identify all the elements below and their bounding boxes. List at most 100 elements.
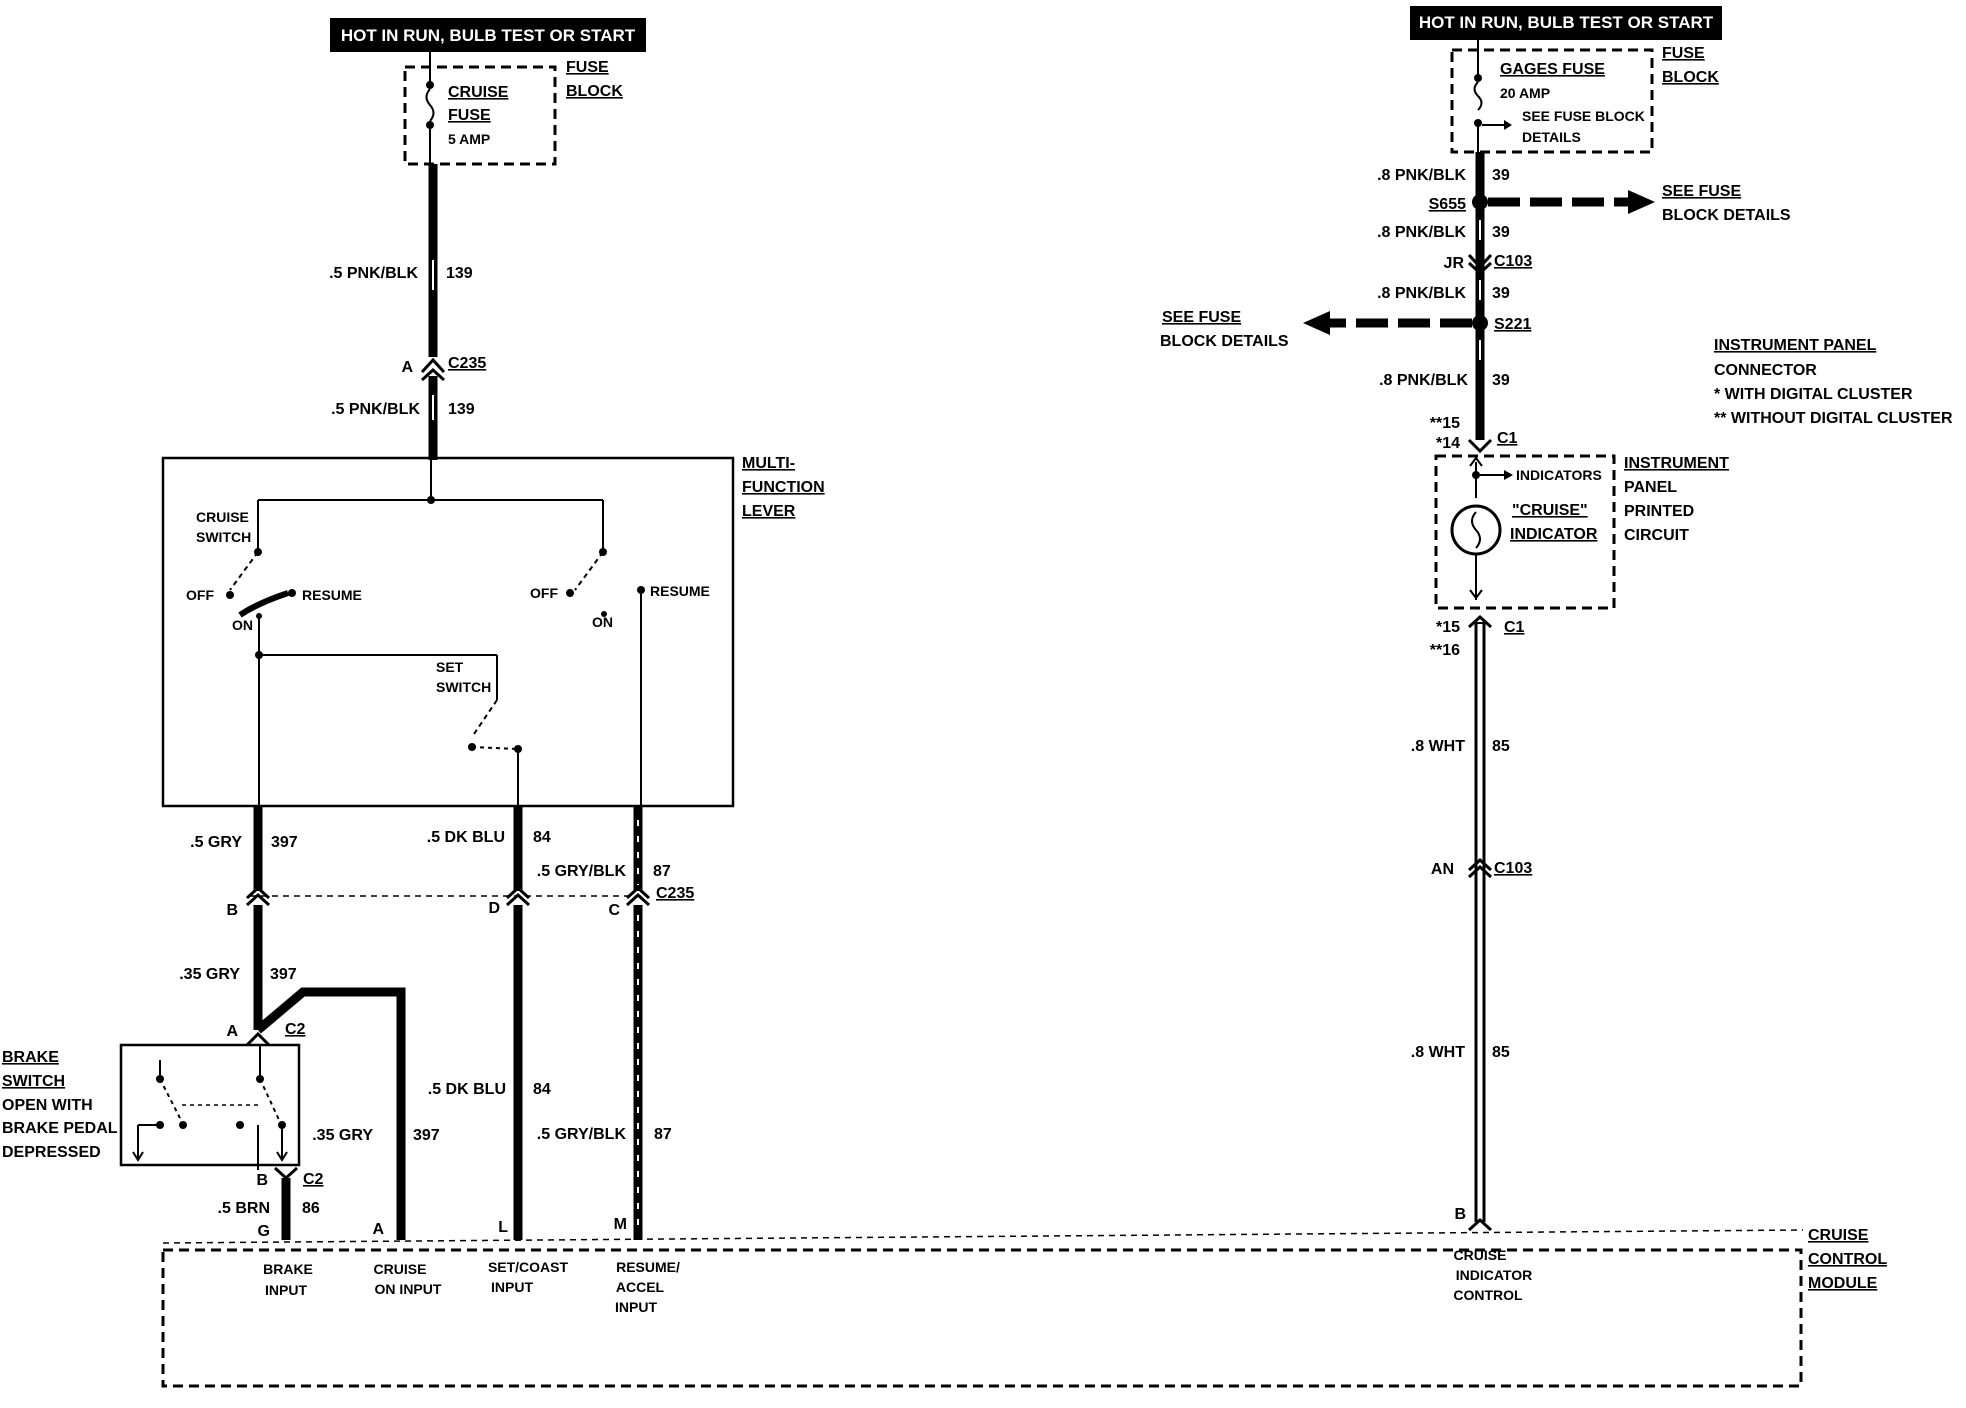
cruise-indicator-label2: INDICATOR xyxy=(1510,526,1598,543)
cruise-switch-label1: CRUISE xyxy=(196,509,249,525)
wire-39d-gauge: .8 PNK/BLK xyxy=(1379,372,1468,389)
set-switch-label2: SWITCH xyxy=(436,679,491,695)
ipc-label4: CIRCUIT xyxy=(1624,527,1689,544)
cruise-fuse-block2: BLOCK xyxy=(566,83,623,100)
c1-label-bottom: C1 xyxy=(1504,619,1525,636)
cruise-fuse-symbol xyxy=(425,88,435,122)
wire-85b-num: 85 xyxy=(1492,1044,1510,1061)
c235-pin-c: C xyxy=(608,902,620,919)
module-pin-g: G xyxy=(258,1223,270,1240)
wire-85b-gauge: .8 WHT xyxy=(1411,1044,1465,1061)
c1-label-top: C1 xyxy=(1497,430,1518,447)
c2-label-bottom: C2 xyxy=(303,1171,324,1188)
wire-87-num: 87 xyxy=(653,863,671,880)
cruise-control-module-box xyxy=(161,1248,1803,1388)
gages-fuse-symbol xyxy=(1473,81,1483,111)
c1-pin-15-top: **15 xyxy=(1430,415,1460,432)
ip-connector-label4: ** WITHOUT DIGITAL CLUSTER xyxy=(1714,410,1953,427)
indicator-control-label1: CRUISE xyxy=(1454,1247,1507,1263)
c2-connector-bottom xyxy=(273,1166,299,1181)
wire-397-gauge: .5 GRY xyxy=(190,834,242,851)
mfl-label3: LEVER xyxy=(742,503,796,520)
splice-s655 xyxy=(1472,194,1488,210)
ip-connector-label2: CONNECTOR xyxy=(1714,362,1817,379)
wire-39d-num: 39 xyxy=(1492,372,1510,389)
brake-switch-label2: SWITCH xyxy=(2,1073,65,1090)
mfl-label1: MULTI- xyxy=(742,455,795,472)
splice-s221-label: S221 xyxy=(1494,316,1531,333)
c235-pin-b: B xyxy=(226,902,238,919)
brake-input-label1: BRAKE xyxy=(263,1261,313,1277)
module-pin-a: A xyxy=(372,1221,384,1238)
cruise-on-input-label1: CRUISE xyxy=(374,1261,427,1277)
gages-fuse-block1: FUSE xyxy=(1662,45,1705,62)
brake-switch-box xyxy=(119,1043,301,1167)
c235-pin-d: D xyxy=(488,900,500,917)
wire-397b-num: 397 xyxy=(270,966,297,983)
cruise-on-left: ON xyxy=(232,617,253,633)
left-power-banner xyxy=(330,18,646,52)
cruise-fuse-name2: FUSE xyxy=(448,107,491,124)
gages-fuse-note1: SEE FUSE BLOCK xyxy=(1522,108,1645,124)
cruise-on-right: ON xyxy=(592,614,613,630)
c1-pin-15-bottom: *15 xyxy=(1436,619,1460,636)
see-fuse-left2: BLOCK DETAILS xyxy=(1160,333,1289,350)
set-switch-label1: SET xyxy=(436,659,464,675)
wire-139b-num: 139 xyxy=(448,401,475,418)
wire-84b-num: 84 xyxy=(533,1081,551,1098)
cruise-on-input-label2: ON INPUT xyxy=(375,1281,442,1297)
splice-s655-label: S655 xyxy=(1429,196,1466,213)
c1-pin-14: *14 xyxy=(1436,435,1460,452)
c103-connector-top xyxy=(1467,253,1493,276)
wire-86-num: 86 xyxy=(302,1200,320,1217)
c235-lower-label: C235 xyxy=(656,885,694,902)
gages-fuse-name: GAGES FUSE xyxy=(1500,61,1605,78)
set-switch-arm xyxy=(471,699,498,738)
resume-input-label1: RESUME/ xyxy=(616,1259,680,1275)
module-pin-m: M xyxy=(614,1216,627,1233)
wire-39a-num: 39 xyxy=(1492,167,1510,184)
see-fuse-right2: BLOCK DETAILS xyxy=(1662,207,1791,224)
c1-connector-top xyxy=(1467,438,1493,454)
wire-397-to-module xyxy=(255,987,406,1240)
c1-pin-16: **16 xyxy=(1430,642,1460,659)
mfl-label2: FUNCTION xyxy=(742,479,825,496)
c103-label-top: C103 xyxy=(1494,253,1532,270)
wire-84-gauge: .5 DK BLU xyxy=(427,829,505,846)
wire-39a-gauge: .8 PNK/BLK xyxy=(1377,167,1466,184)
c2-connector-top xyxy=(245,1031,271,1047)
right-power-banner xyxy=(1410,6,1722,40)
brake-switch-label4: BRAKE PEDAL xyxy=(2,1120,118,1137)
c235-pin-a: A xyxy=(401,359,413,376)
indicator-control-label2: INDICATOR xyxy=(1456,1267,1532,1283)
setcoast-input-label1: SET/COAST xyxy=(488,1259,569,1275)
see-fuse-left1: SEE FUSE xyxy=(1162,309,1241,326)
cruise-switch-arm xyxy=(229,551,259,591)
c103-jr: JR xyxy=(1444,255,1465,272)
cruise-fuse-box xyxy=(403,65,557,166)
brake-switch-contact-2 xyxy=(259,1078,281,1123)
c103-an: AN xyxy=(1431,861,1454,878)
ipc-label2: PANEL xyxy=(1624,479,1677,496)
indicator-control-label3: CONTROL xyxy=(1453,1287,1523,1303)
cruise-off-right: OFF xyxy=(530,585,558,601)
brake-switch-label5: DEPRESSED xyxy=(2,1144,101,1161)
wire-87b-gauge: .5 GRY/BLK xyxy=(537,1126,627,1143)
module-label3: MODULE xyxy=(1808,1275,1878,1292)
c2-pin-a: A xyxy=(226,1023,238,1040)
resume-input-label3: INPUT xyxy=(615,1299,657,1315)
wire-87b-num: 87 xyxy=(654,1126,672,1143)
gages-fuse-box xyxy=(1450,48,1654,154)
wire-87-gauge: .5 GRY/BLK xyxy=(537,863,627,880)
cruise-fuse-block1: FUSE xyxy=(566,59,609,76)
gages-fuse-rating: 20 AMP xyxy=(1500,85,1550,101)
module-label2: CONTROL xyxy=(1808,1251,1887,1268)
wire-85a-num: 85 xyxy=(1492,738,1510,755)
wire-139a-num: 139 xyxy=(446,265,473,282)
cruise-indicator-label1: "CRUISE" xyxy=(1512,502,1588,519)
wire-39b-num: 39 xyxy=(1492,224,1510,241)
cruise-switch-contact xyxy=(238,590,289,618)
c103-label-bottom: C103 xyxy=(1494,860,1532,877)
indicators-label: INDICATORS xyxy=(1516,467,1602,483)
cruise-resume-left: RESUME xyxy=(302,587,362,603)
